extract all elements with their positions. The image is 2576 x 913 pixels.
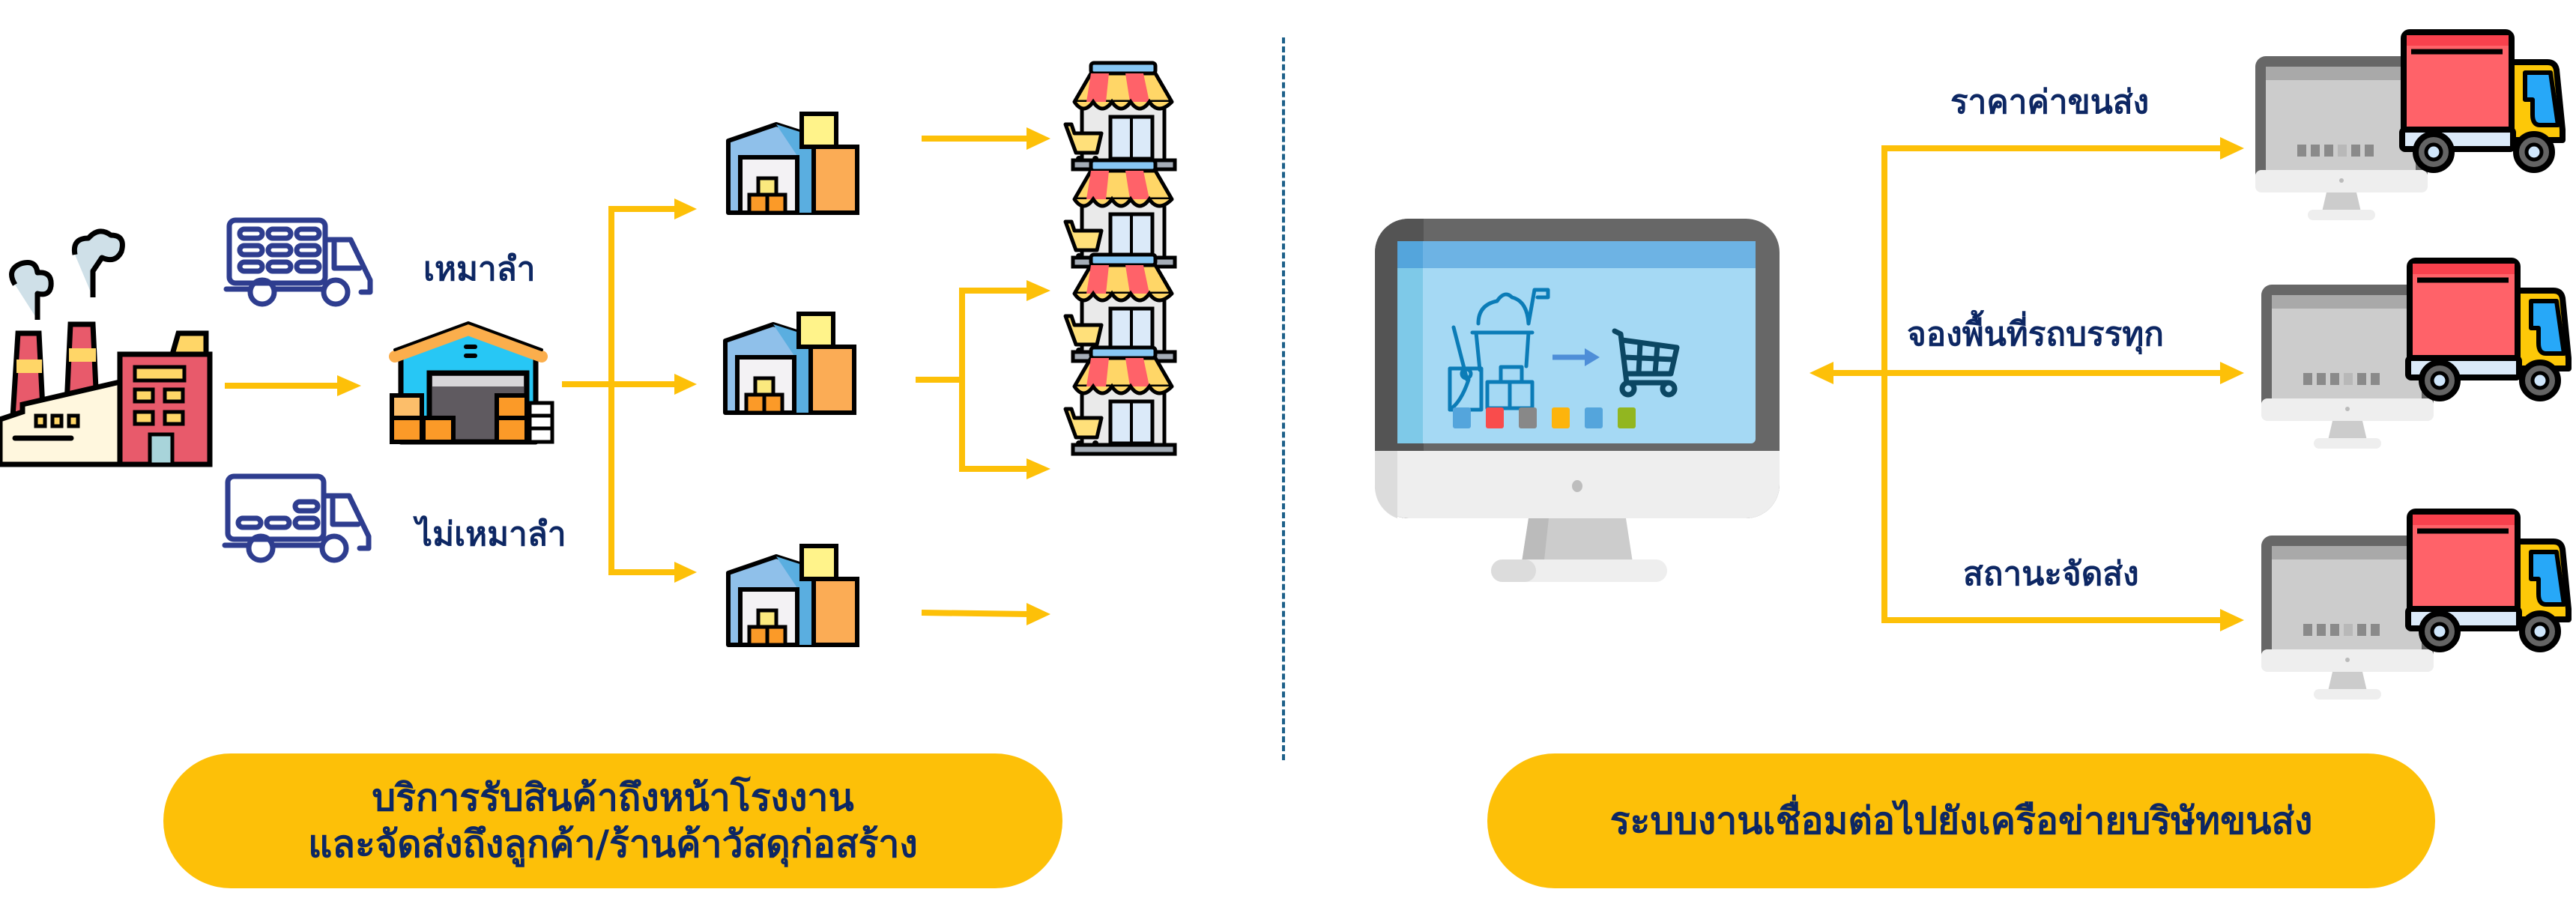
screen-swatch xyxy=(1486,407,1504,428)
warehouse-icon-1 xyxy=(724,111,829,216)
store-icon-4 xyxy=(1064,345,1184,479)
branch-connectors xyxy=(1809,137,2244,631)
branch-label-truck-booking: จองพื้นที่รถบรรทุก xyxy=(1907,315,2164,354)
full-load-label: เหมาลำ xyxy=(423,250,536,288)
monitor-truck-icon-2 xyxy=(2261,255,2576,449)
partial-load-truck-icon xyxy=(222,473,373,563)
factory-icon xyxy=(0,228,213,467)
screen-swatch xyxy=(1552,407,1570,428)
partial-load-label: ไม่เหมาลำ xyxy=(416,515,566,553)
screen-swatch xyxy=(1453,407,1471,428)
left-caption-line2: และจัดส่งถึงลูกค้า/ร้านค้าวัสดุก่อสร้าง xyxy=(308,822,918,866)
right-caption-line1: ระบบงานเชื่อมต่อไปยังเครือข่ายบริษัทขนส่… xyxy=(1609,798,2313,843)
construction-shop-monitor-icon xyxy=(1374,219,1780,586)
branch-label-shipping-price: ราคาค่าขนส่ง xyxy=(1950,83,2150,121)
branch-label-delivery-status: สถานะจัดส่ง xyxy=(1963,555,2139,593)
warehouse-icon-3 xyxy=(724,543,829,648)
monitor-truck-icon-3 xyxy=(2261,506,2576,700)
screen-swatch xyxy=(1618,407,1636,428)
panel-divider xyxy=(1282,37,1285,760)
full-load-truck-icon xyxy=(223,217,375,307)
arrow-warehouse3-to-store4 xyxy=(921,603,1050,625)
monitor-truck-icon-1 xyxy=(2255,26,2570,221)
screen-swatch xyxy=(1585,407,1603,428)
warehouse-icon-2 xyxy=(721,311,826,416)
arrow-factory-to-hub xyxy=(225,375,361,396)
screen-swatches xyxy=(1453,407,1636,428)
fork-warehouse2-to-stores xyxy=(916,280,1050,479)
left-caption-pill: บริการรับสินค้าถึงหน้าโรงงาน และจัดส่งถึ… xyxy=(163,753,1062,888)
arrow-warehouse1-to-store1 xyxy=(922,127,1050,150)
fork-hub-to-warehouses xyxy=(562,198,697,583)
right-caption-pill: ระบบงานเชื่อมต่อไปยังเครือข่ายบริษัทขนส่… xyxy=(1487,753,2435,888)
screen-swatch xyxy=(1519,407,1537,428)
distribution-warehouse-icon xyxy=(386,321,558,449)
left-caption-line1: บริการรับสินค้าถึงหน้าโรงงาน xyxy=(372,775,854,819)
